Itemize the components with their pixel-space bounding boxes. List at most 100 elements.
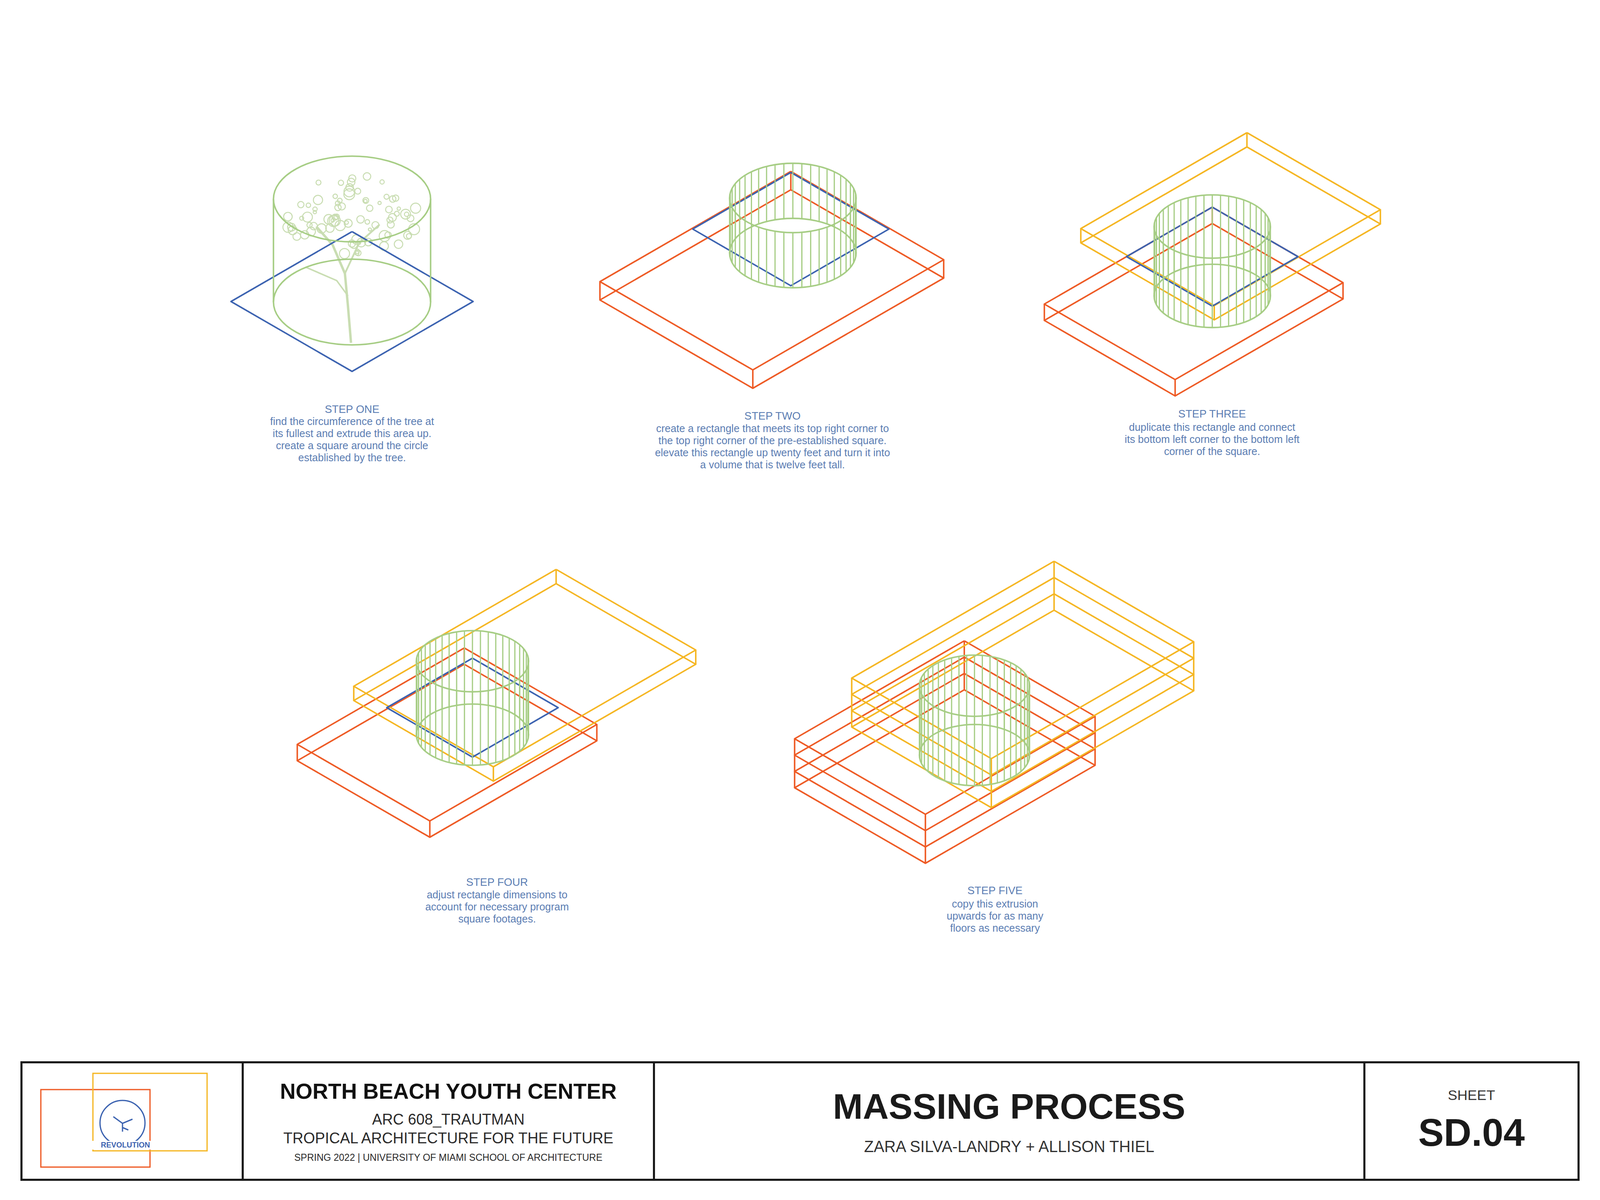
face-outline: [600, 190, 944, 389]
vertical-edge: [429, 820, 431, 838]
step-heading: STEP FOUR: [409, 876, 585, 889]
cylinder-stripe: [1187, 197, 1189, 268]
cylinder-stripe: [783, 163, 785, 219]
cylinder-stripe: [981, 715, 983, 786]
cylinder-stripe: [765, 166, 768, 222]
cylinder-stripe: [1195, 196, 1197, 266]
vertical-edge: [963, 640, 965, 690]
cylinder-stripe: [750, 171, 753, 227]
leaf-cluster: [339, 248, 350, 259]
face-outline: [1044, 223, 1343, 396]
cylinder-stripe: [1227, 257, 1230, 327]
cylinder-ellipse: [729, 163, 857, 233]
cylinder-stripe: [774, 164, 776, 220]
cell-text: ZARA SILVA-LANDRY + ALLISON THIEL: [864, 1137, 1155, 1157]
cylinder-stripe: [750, 224, 753, 280]
cylinder-stripe: [845, 179, 847, 235]
cylinder-stripe: [996, 657, 998, 728]
project-cell: NORTH BEACH YOUTH CENTERARC 608_TRAUTMAN…: [241, 1061, 655, 1181]
cylinder-stripe: [1227, 196, 1230, 266]
cylinder-stripe: [818, 229, 820, 285]
cylinder-stripe: [729, 192, 731, 248]
cylinder-stripe: [850, 183, 852, 239]
leaf-cluster: [310, 222, 318, 230]
cylinder-stripe: [1235, 197, 1238, 268]
cylinder-stripe: [1003, 660, 1005, 730]
vertical-edge: [1094, 716, 1096, 766]
cylinder-stripe: [973, 716, 975, 786]
leaf-cluster: [392, 195, 399, 202]
cylinder-stripe: [734, 183, 736, 239]
leaf-cluster: [384, 194, 390, 200]
step-description: copy this extrusion upwards for as many …: [932, 897, 1058, 935]
leaf-cluster: [283, 212, 293, 222]
cylinder-stripe: [1026, 677, 1028, 747]
tree-branch: [345, 224, 380, 274]
cylinder-stripe: [487, 631, 489, 705]
cylinder-stripe: [435, 637, 437, 712]
cell-heading: NORTH BEACH YOUTH CENTER: [280, 1079, 617, 1105]
cylinder-stripe: [826, 227, 828, 283]
cylinder-stripe: [1264, 213, 1266, 283]
leaf-cluster: [394, 211, 400, 217]
cylinder-stripe: [1020, 669, 1022, 739]
cylinder-stripe: [810, 164, 812, 220]
cylinder-stripe: [840, 175, 842, 231]
leaf-cluster: [366, 205, 373, 212]
cylinder-side: [430, 199, 432, 303]
cylinder-stripe: [973, 655, 975, 725]
leaf-cluster: [380, 180, 385, 185]
face-outline: [794, 657, 1095, 831]
site-square: [230, 231, 473, 372]
cylinder-stripe: [429, 641, 431, 715]
logo-yellow-rectangle: [92, 1073, 208, 1151]
leaf-cluster: [404, 212, 409, 217]
leaf-cluster: [345, 220, 349, 225]
logo-mark: [40, 1073, 208, 1168]
cylinder-stripe: [731, 188, 733, 244]
leaf-cluster: [297, 201, 305, 208]
cylinder-stripe: [852, 188, 855, 244]
cylinder-stripe: [502, 635, 504, 709]
cylinder-stripe: [441, 635, 443, 709]
step-description: find the circumference of the tree at it…: [264, 415, 440, 464]
cylinder-stripe: [833, 224, 835, 280]
cylinder-stripe: [448, 633, 450, 707]
cylinder-stripe: [833, 171, 835, 227]
face-outline: [794, 640, 1095, 815]
cylinder-stripe: [989, 656, 991, 726]
cylinder-stripe: [416, 656, 418, 730]
cylinder-stripe: [522, 648, 525, 722]
vertical-edge: [296, 744, 299, 761]
cylinder-stripe: [757, 227, 760, 283]
face-outline: [1080, 132, 1381, 306]
cylinder-stripe: [1203, 195, 1205, 265]
leaf-cluster: [356, 215, 365, 224]
cylinder-stripe: [1211, 195, 1213, 265]
cylinder-stripe: [757, 168, 760, 224]
cylinder-stripe: [527, 656, 529, 730]
cell-text: TROPICAL ARCHITECTURE FOR THE FUTURE: [283, 1129, 614, 1147]
cylinder-stripe: [1015, 665, 1017, 736]
cylinder-stripe: [783, 232, 785, 288]
cylinder-stripe: [950, 657, 953, 728]
leaf-cluster: [334, 204, 341, 211]
vertical-edge: [1174, 379, 1177, 396]
leaf-cluster: [317, 223, 327, 234]
cell-text: SPRING 2022 | UNIVERSITY OF MIAMI SCHOOL…: [294, 1152, 603, 1163]
face-outline: [851, 561, 1194, 759]
cylinder-stripe: [495, 633, 497, 707]
red-volume: [600, 171, 944, 388]
cylinder-stripe: [792, 232, 794, 288]
vertical-edge: [352, 686, 355, 701]
cylinder-stripe: [1180, 200, 1182, 270]
vertical-edge: [492, 766, 495, 781]
cylinder-stripe: [774, 231, 776, 287]
vertical-edge: [599, 281, 601, 300]
cylinder-stripe: [966, 655, 968, 725]
cylinder-stripe: [855, 192, 857, 248]
face-outline: [297, 664, 597, 838]
yellow-volume: [1080, 132, 1381, 320]
cylinder-stripe: [455, 631, 458, 705]
leaf-cluster: [344, 219, 353, 228]
